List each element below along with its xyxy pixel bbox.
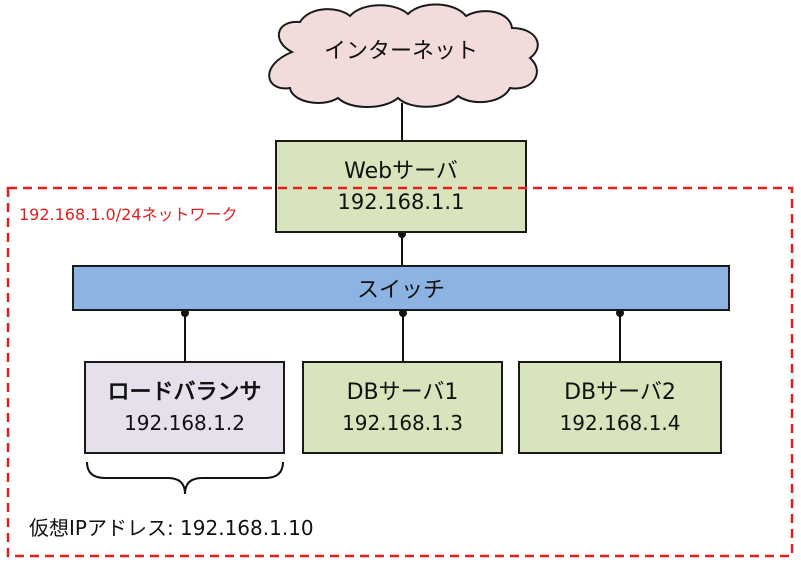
web-server-name: Webサーバ xyxy=(344,158,458,184)
web-server-ip: 192.168.1.1 xyxy=(337,189,465,214)
web-server-node: Webサーバ 192.168.1.1 xyxy=(275,140,527,233)
virtual-ip-brace xyxy=(86,461,284,495)
switch-label: スイッチ xyxy=(356,278,445,303)
switch-node: スイッチ xyxy=(72,265,730,311)
db-server-2-node: DBサーバ2 192.168.1.4 xyxy=(518,361,722,454)
db-server-1-name: DBサーバ1 xyxy=(346,379,459,405)
db-server-2-name: DBサーバ2 xyxy=(564,379,676,405)
internet-label: インターネット xyxy=(323,39,478,64)
load-balancer-node: ロードバランサ 192.168.1.2 xyxy=(84,361,285,454)
load-balancer-name: ロードバランサ xyxy=(107,379,262,405)
db-server-1-node: DBサーバ1 192.168.1.3 xyxy=(302,361,503,454)
db-server-1-ip: 192.168.1.3 xyxy=(342,410,463,435)
db-server-2-ip: 192.168.1.4 xyxy=(559,410,681,435)
internet-cloud xyxy=(268,3,539,108)
network-label: 192.168.1.0/24ネットワーク xyxy=(19,205,238,224)
load-balancer-ip: 192.168.1.2 xyxy=(124,410,245,435)
virtual-ip-label: 仮想IPアドレス: 192.168.1.10 xyxy=(29,516,314,540)
